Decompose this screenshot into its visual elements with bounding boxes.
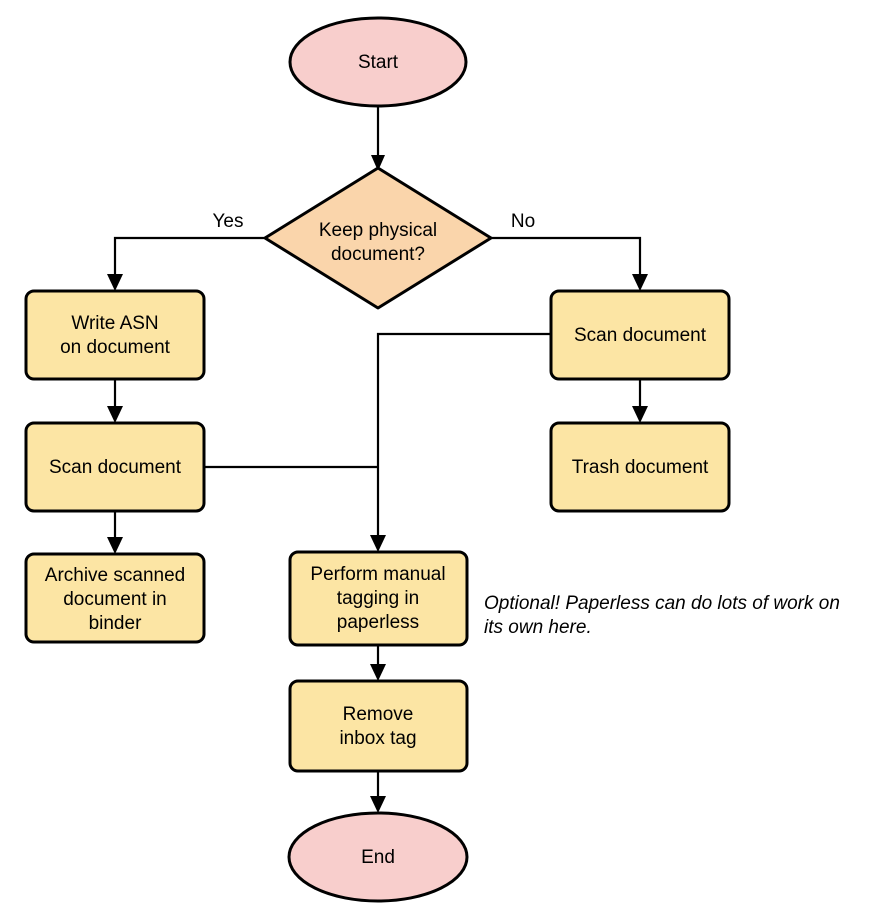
- node-keep-physical-document-shape[interactable]: [263, 166, 493, 310]
- annotation-optional-note-line1: Optional! Paperless can do lots of work …: [484, 593, 840, 614]
- annotation-optional-note: Optional! Paperless can do lots of work …: [484, 593, 840, 638]
- edge-start-to-decision: [371, 106, 385, 171]
- annotation-optional-note-line2: its own here.: [484, 617, 592, 638]
- node-scan-document-left-label: Scan document: [49, 457, 182, 478]
- edge-line: [113, 236, 265, 278]
- node-manual-tagging-label-line2: tagging in: [337, 588, 419, 609]
- edge-label-no: No: [511, 211, 535, 232]
- edge-tagging-to-remove-tag: [370, 645, 386, 681]
- edge-line: [376, 332, 551, 539]
- node-remove-inbox-tag[interactable]: Remove inbox tag: [288, 679, 469, 773]
- edge-decision-to-scan-right: [491, 236, 648, 291]
- node-archive-binder-label-line3: binder: [89, 613, 142, 634]
- node-scan-document-left-shape[interactable]: [24, 421, 206, 513]
- edge-scan-left-to-archive: [107, 511, 123, 554]
- node-trash-document[interactable]: Trash document: [549, 421, 731, 513]
- node-start-shape[interactable]: [288, 16, 468, 108]
- node-manual-tagging-label-line1: Perform manual: [310, 564, 445, 585]
- edge-arrowhead: [632, 406, 648, 423]
- node-manual-tagging-label-line3: paperless: [337, 612, 419, 633]
- node-scan-document-right[interactable]: Scan document: [549, 289, 731, 381]
- node-remove-inbox-tag-shape[interactable]: [288, 679, 469, 773]
- node-keep-physical-document[interactable]: Keep physical document?: [263, 166, 493, 310]
- node-archive-binder[interactable]: Archive scanned document in binder: [24, 552, 206, 644]
- edge-arrowhead: [370, 535, 386, 552]
- node-write-asn[interactable]: Write ASN on document: [24, 289, 206, 381]
- node-archive-binder-shape[interactable]: [24, 552, 206, 644]
- node-archive-binder-label-line2: document in: [63, 589, 167, 610]
- edge-arrowhead: [370, 664, 386, 681]
- node-write-asn-label-line2: on document: [60, 337, 171, 358]
- edge-arrowhead: [107, 537, 123, 554]
- node-write-asn-label-line1: Write ASN: [71, 313, 158, 334]
- edge-arrowhead: [107, 274, 123, 291]
- edge-arrowhead: [371, 155, 385, 171]
- node-scan-document-right-shape[interactable]: [549, 289, 731, 381]
- edge-scan-right-to-trash: [632, 379, 648, 423]
- edge-scan-right-to-tagging: [370, 332, 551, 552]
- node-end-shape[interactable]: [287, 811, 469, 903]
- node-trash-document-label: Trash document: [572, 457, 709, 478]
- edge-labels-layer: Yes No: [213, 211, 536, 232]
- node-archive-binder-label-line1: Archive scanned: [45, 565, 185, 586]
- node-keep-physical-document-label-line2: document?: [331, 244, 425, 265]
- nodes-layer: Start Keep physical document? Write ASN …: [24, 16, 731, 903]
- node-start-label: Start: [358, 52, 399, 73]
- edge-remove-tag-to-end: [370, 771, 386, 813]
- edge-arrowhead: [370, 796, 386, 813]
- node-remove-inbox-tag-label-line2: inbox tag: [339, 728, 416, 749]
- node-scan-document-left[interactable]: Scan document: [24, 421, 206, 513]
- node-end[interactable]: End: [287, 811, 469, 903]
- edge-arrowhead: [107, 406, 123, 423]
- node-end-label: End: [361, 847, 395, 868]
- edge-arrowhead: [632, 274, 648, 291]
- node-trash-document-shape[interactable]: [549, 421, 731, 513]
- node-scan-document-right-label: Scan document: [574, 325, 707, 346]
- edge-line: [491, 236, 642, 278]
- edge-decision-to-write-asn: [107, 236, 265, 291]
- node-manual-tagging[interactable]: Perform manual tagging in paperless: [288, 550, 469, 647]
- node-keep-physical-document-label-line1: Keep physical: [319, 220, 437, 241]
- node-write-asn-shape[interactable]: [24, 289, 206, 381]
- node-remove-inbox-tag-label-line1: Remove: [343, 704, 414, 725]
- edge-label-yes: Yes: [213, 211, 244, 232]
- node-manual-tagging-shape[interactable]: [288, 550, 469, 647]
- edge-write-asn-to-scan-left: [107, 379, 123, 423]
- edges-layer: [107, 106, 648, 813]
- node-start[interactable]: Start: [288, 16, 468, 108]
